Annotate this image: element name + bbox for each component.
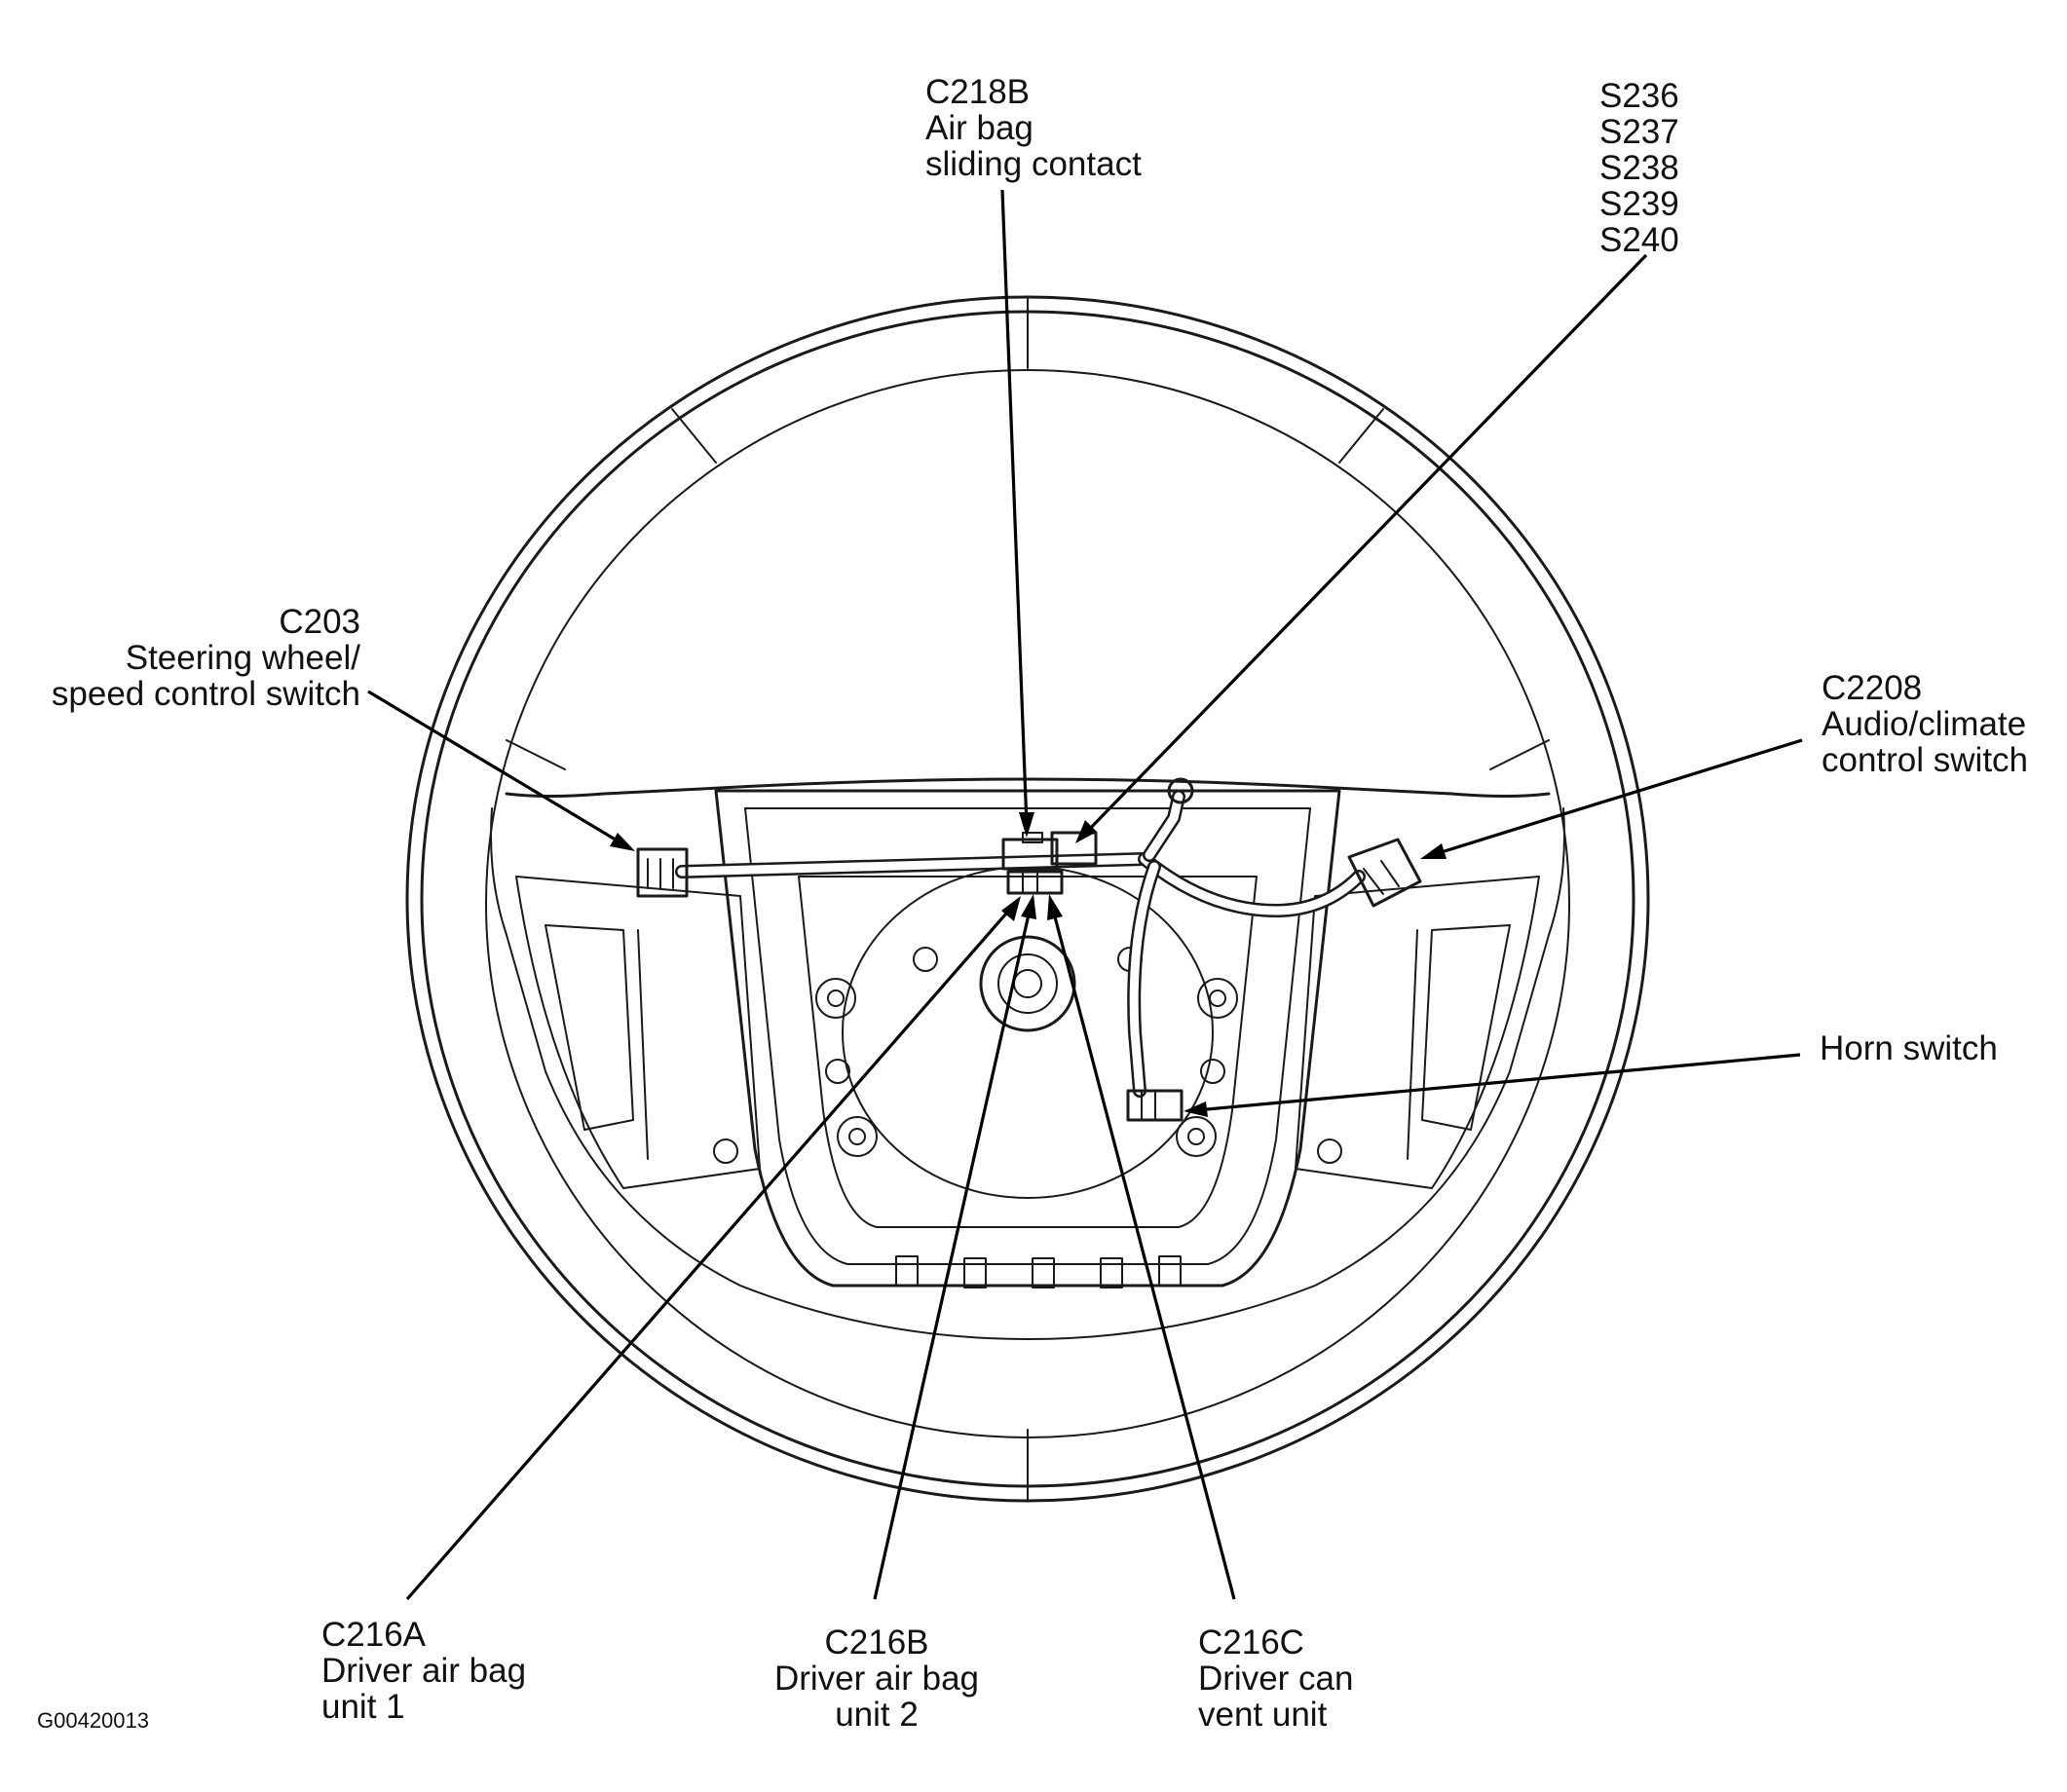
connector-c2208 bbox=[1347, 838, 1422, 908]
label-c2208-code: C2208 bbox=[1822, 669, 1923, 707]
label-c218b-desc-2: sliding contact bbox=[925, 145, 1142, 183]
connector-splice bbox=[1050, 831, 1098, 866]
label-c2208-desc-1: Audio/climate bbox=[1822, 705, 2027, 743]
label-splice-s239: S239 bbox=[1599, 185, 1679, 223]
label-splice-s240: S240 bbox=[1599, 221, 1679, 259]
connector-c218b bbox=[1001, 832, 1059, 871]
label-c216b: C216B Driver air bag unit 2 bbox=[750, 1624, 1003, 1733]
connector-horn bbox=[1126, 1089, 1184, 1122]
connector-c203 bbox=[636, 847, 689, 898]
label-c203: C203 Steering wheel/ speed control switc… bbox=[52, 604, 360, 712]
label-splice-s237: S237 bbox=[1599, 113, 1679, 151]
label-c216c-desc-1: Driver can bbox=[1198, 1660, 1354, 1698]
label-c216b-code: C216B bbox=[824, 1624, 929, 1661]
label-c203-desc-2: speed control switch bbox=[51, 675, 360, 713]
figure-id: G00420013 bbox=[37, 1708, 149, 1733]
label-c218b-desc-1: Air bag bbox=[925, 109, 1034, 147]
label-c2208: C2208 Audio/climate control switch bbox=[1822, 670, 2028, 778]
label-c218b-code: C218B bbox=[925, 73, 1031, 111]
steering-wheel-spokes bbox=[490, 777, 1565, 1340]
label-splice-s236: S236 bbox=[1599, 77, 1679, 115]
leader-lines bbox=[367, 189, 1803, 1601]
label-c216a-code: C216A bbox=[321, 1616, 427, 1654]
wiring-harness bbox=[675, 777, 1366, 1098]
label-c216a-desc-1: Driver air bag bbox=[321, 1652, 527, 1690]
label-c216c: C216C Driver can vent unit bbox=[1198, 1624, 1353, 1733]
label-c216b-desc-1: Driver air bag bbox=[773, 1660, 980, 1698]
label-c203-code: C203 bbox=[279, 603, 360, 641]
label-horn: Horn switch bbox=[1820, 1030, 1998, 1066]
label-c216c-code: C216C bbox=[1198, 1624, 1304, 1661]
label-c216a: C216A Driver air bag unit 1 bbox=[321, 1617, 526, 1725]
label-c218b: C218B Air bag sliding contact bbox=[925, 74, 1142, 182]
label-horn-desc: Horn switch bbox=[1820, 1029, 1998, 1067]
steering-wheel-rim bbox=[405, 295, 1650, 1503]
label-c216c-desc-2: vent unit bbox=[1198, 1696, 1328, 1734]
label-c2208-desc-2: control switch bbox=[1822, 741, 2029, 779]
label-c216a-desc-2: unit 1 bbox=[321, 1688, 405, 1726]
label-splices: S236 S237 S238 S239 S240 bbox=[1599, 78, 1679, 258]
connector-c216 bbox=[1006, 870, 1064, 895]
label-c203-desc-1: Steering wheel/ bbox=[125, 639, 360, 677]
label-splice-s238: S238 bbox=[1599, 149, 1679, 187]
label-c216b-desc-2: unit 2 bbox=[835, 1696, 919, 1734]
hub-cover bbox=[714, 789, 1341, 1288]
